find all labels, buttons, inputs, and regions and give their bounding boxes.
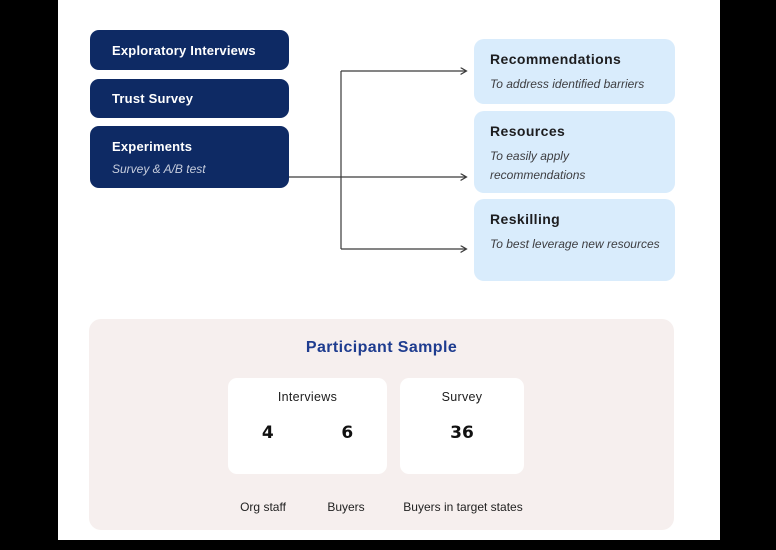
input-box-label: Trust Survey bbox=[112, 91, 194, 106]
input-box-exploratory-interviews: Exploratory Interviews bbox=[90, 30, 289, 70]
output-box-subtitle: To best leverage new resources bbox=[490, 237, 660, 251]
output-box-heading: Reskilling bbox=[490, 211, 561, 227]
output-box-reskilling: Reskilling To best leverage new resource… bbox=[474, 199, 675, 281]
stat-value-org-staff: 4 bbox=[261, 423, 274, 443]
footnote-buyers-target-states: Buyers in target states bbox=[403, 500, 523, 514]
output-box-resources: Resources To easily apply recommendation… bbox=[474, 111, 675, 193]
output-box-subtitle: To address identified barriers bbox=[490, 77, 645, 91]
panel-title: Participant Sample bbox=[305, 339, 458, 356]
input-box-label: Exploratory Interviews bbox=[112, 42, 256, 58]
footnote-buyers: Buyers bbox=[327, 500, 365, 514]
input-box-label: Experiments bbox=[112, 139, 193, 154]
participant-sample-panel: Participant Sample Interviews 4 6 Survey… bbox=[89, 319, 674, 530]
input-box-trust-survey: Trust Survey bbox=[90, 79, 289, 118]
stat-value-survey-buyers: 36 bbox=[450, 423, 474, 443]
stat-card-interviews: Interviews 4 6 bbox=[228, 378, 387, 474]
stat-value-buyers: 6 bbox=[341, 423, 354, 443]
stat-card-label: Survey bbox=[441, 390, 483, 404]
input-box-subtitle: Survey & A/B test bbox=[112, 162, 206, 176]
input-box-experiments: Experiments Survey & A/B test bbox=[90, 126, 289, 188]
output-box-heading: Resources bbox=[490, 123, 566, 139]
stat-card-label: Interviews bbox=[277, 390, 338, 404]
output-box-heading: Recommendations bbox=[490, 51, 622, 67]
stat-card-values: 36 bbox=[400, 423, 524, 443]
output-box-subtitle: To easily apply recommendations bbox=[490, 149, 586, 182]
footnote-org-staff: Org staff bbox=[240, 500, 286, 514]
stat-card-values: 4 6 bbox=[228, 423, 387, 443]
output-box-recommendations: Recommendations To address identified ba… bbox=[474, 39, 675, 104]
stat-card-survey: Survey 36 bbox=[400, 378, 524, 474]
